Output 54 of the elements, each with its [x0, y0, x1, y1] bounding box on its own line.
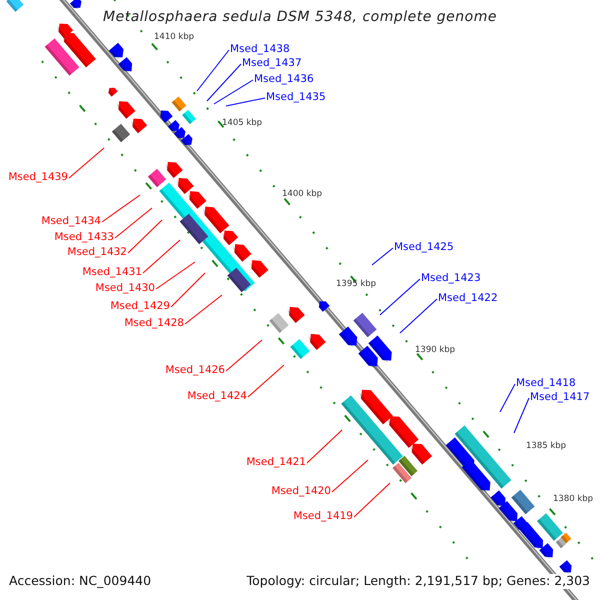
- leader-line: [128, 220, 162, 254]
- leader-line: [226, 340, 262, 372]
- leader-line: [184, 294, 222, 324]
- leader-line: [306, 430, 342, 464]
- gene-label: Msed_1422: [438, 292, 498, 304]
- leader-line: [196, 50, 230, 92]
- gene-label: Msed_1439: [8, 172, 68, 182]
- leader-line: [206, 64, 242, 102]
- leader-line: [248, 364, 284, 398]
- leader-line: [354, 482, 390, 518]
- gene-label: Msed_1417: [530, 392, 590, 402]
- leader-line: [380, 278, 420, 316]
- tick-label: 1385 kbp: [526, 442, 566, 450]
- gene-label: Msed_1425: [394, 242, 454, 252]
- leader-line: [400, 298, 438, 334]
- gene-label: Msed_1420: [271, 486, 331, 496]
- gene-label: Msed_1432: [67, 246, 127, 258]
- leader-line: [214, 80, 254, 104]
- gene-label: Msed_1437: [242, 58, 302, 68]
- leader-line: [372, 248, 394, 266]
- leader-line: [226, 98, 266, 106]
- leader-line: [170, 272, 206, 308]
- leader-line: [102, 194, 140, 222]
- tick-label: 1380 kbp: [553, 494, 594, 504]
- tick-label: 1390 kbp: [415, 346, 456, 354]
- leader-line: [114, 208, 152, 238]
- gene-label: Msed_1430: [95, 282, 155, 294]
- gene-label: Msed_1428: [124, 318, 184, 328]
- leader-line: [142, 240, 180, 274]
- genome-summary: Topology: circular; Length: 2,191,517 bp; Genes: 2,303: [246, 574, 590, 588]
- gene-label: Msed_1419: [293, 510, 353, 522]
- gene-label: Msed_1429: [110, 300, 170, 312]
- gene-label: Msed_1421: [246, 456, 306, 468]
- gene-label: Msed_1418: [516, 378, 576, 388]
- gene-label: Msed_1434: [41, 216, 101, 226]
- leader-line: [68, 148, 104, 178]
- gene-label: Msed_1424: [187, 390, 247, 402]
- title: Metallosphaera sedula DSM 5348, complete genome: [103, 10, 497, 24]
- gene-label: Msed_1423: [421, 272, 481, 284]
- tick-label: 1400 kbp: [282, 190, 322, 198]
- gene-label: Msed_1431: [82, 266, 142, 278]
- leader-line: [156, 262, 196, 290]
- leader-line: [332, 460, 368, 492]
- gene-label: Msed_1433: [54, 232, 114, 242]
- gene-label: Msed_1436: [254, 74, 314, 84]
- tick-label: 1410 kbp: [154, 32, 194, 42]
- leader-line: [500, 384, 516, 412]
- tick-label: 1405 kbp: [222, 118, 262, 128]
- accession-note: Accession: NC_009440: [9, 574, 152, 588]
- gene-label: Msed_1438: [230, 44, 290, 54]
- leader-line: [514, 398, 530, 434]
- tick-label: 1395 kbp: [336, 280, 376, 288]
- gene-label: Msed_1435: [266, 92, 326, 102]
- gene-label: Msed_1426: [165, 364, 225, 376]
